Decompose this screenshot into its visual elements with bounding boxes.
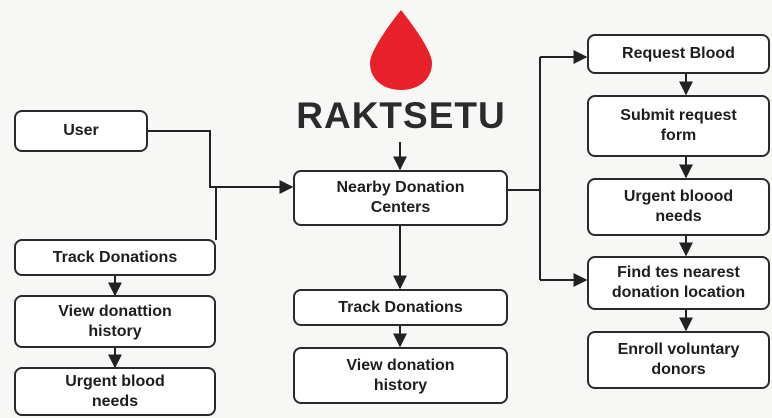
node-nearby-donation-centers: Nearby Donation Centers xyxy=(293,170,508,226)
node-submit-request-form: Submit request form xyxy=(587,95,770,157)
node-left-track-donations: Track Donations xyxy=(14,239,216,276)
node-center-view-history: View donation history xyxy=(293,347,508,404)
node-left-view-history: View donattion history xyxy=(14,295,216,348)
node-enroll-voluntary-donors: Enroll voluntary donors xyxy=(587,331,770,389)
node-request-blood: Request Blood xyxy=(587,34,770,74)
app-title: RAKTSETU xyxy=(296,95,506,136)
node-user: User xyxy=(14,110,148,152)
node-find-nearest-location: Find tes nearest donation location xyxy=(587,256,770,310)
node-center-track-donations: Track Donations xyxy=(293,289,508,326)
node-right-urgent-needs: Urgent bloood needs xyxy=(587,178,770,236)
connector-user-to-nearby xyxy=(148,130,294,194)
blood-drop-icon xyxy=(370,10,432,90)
node-left-urgent-needs: Urgent blood needs xyxy=(14,367,216,416)
